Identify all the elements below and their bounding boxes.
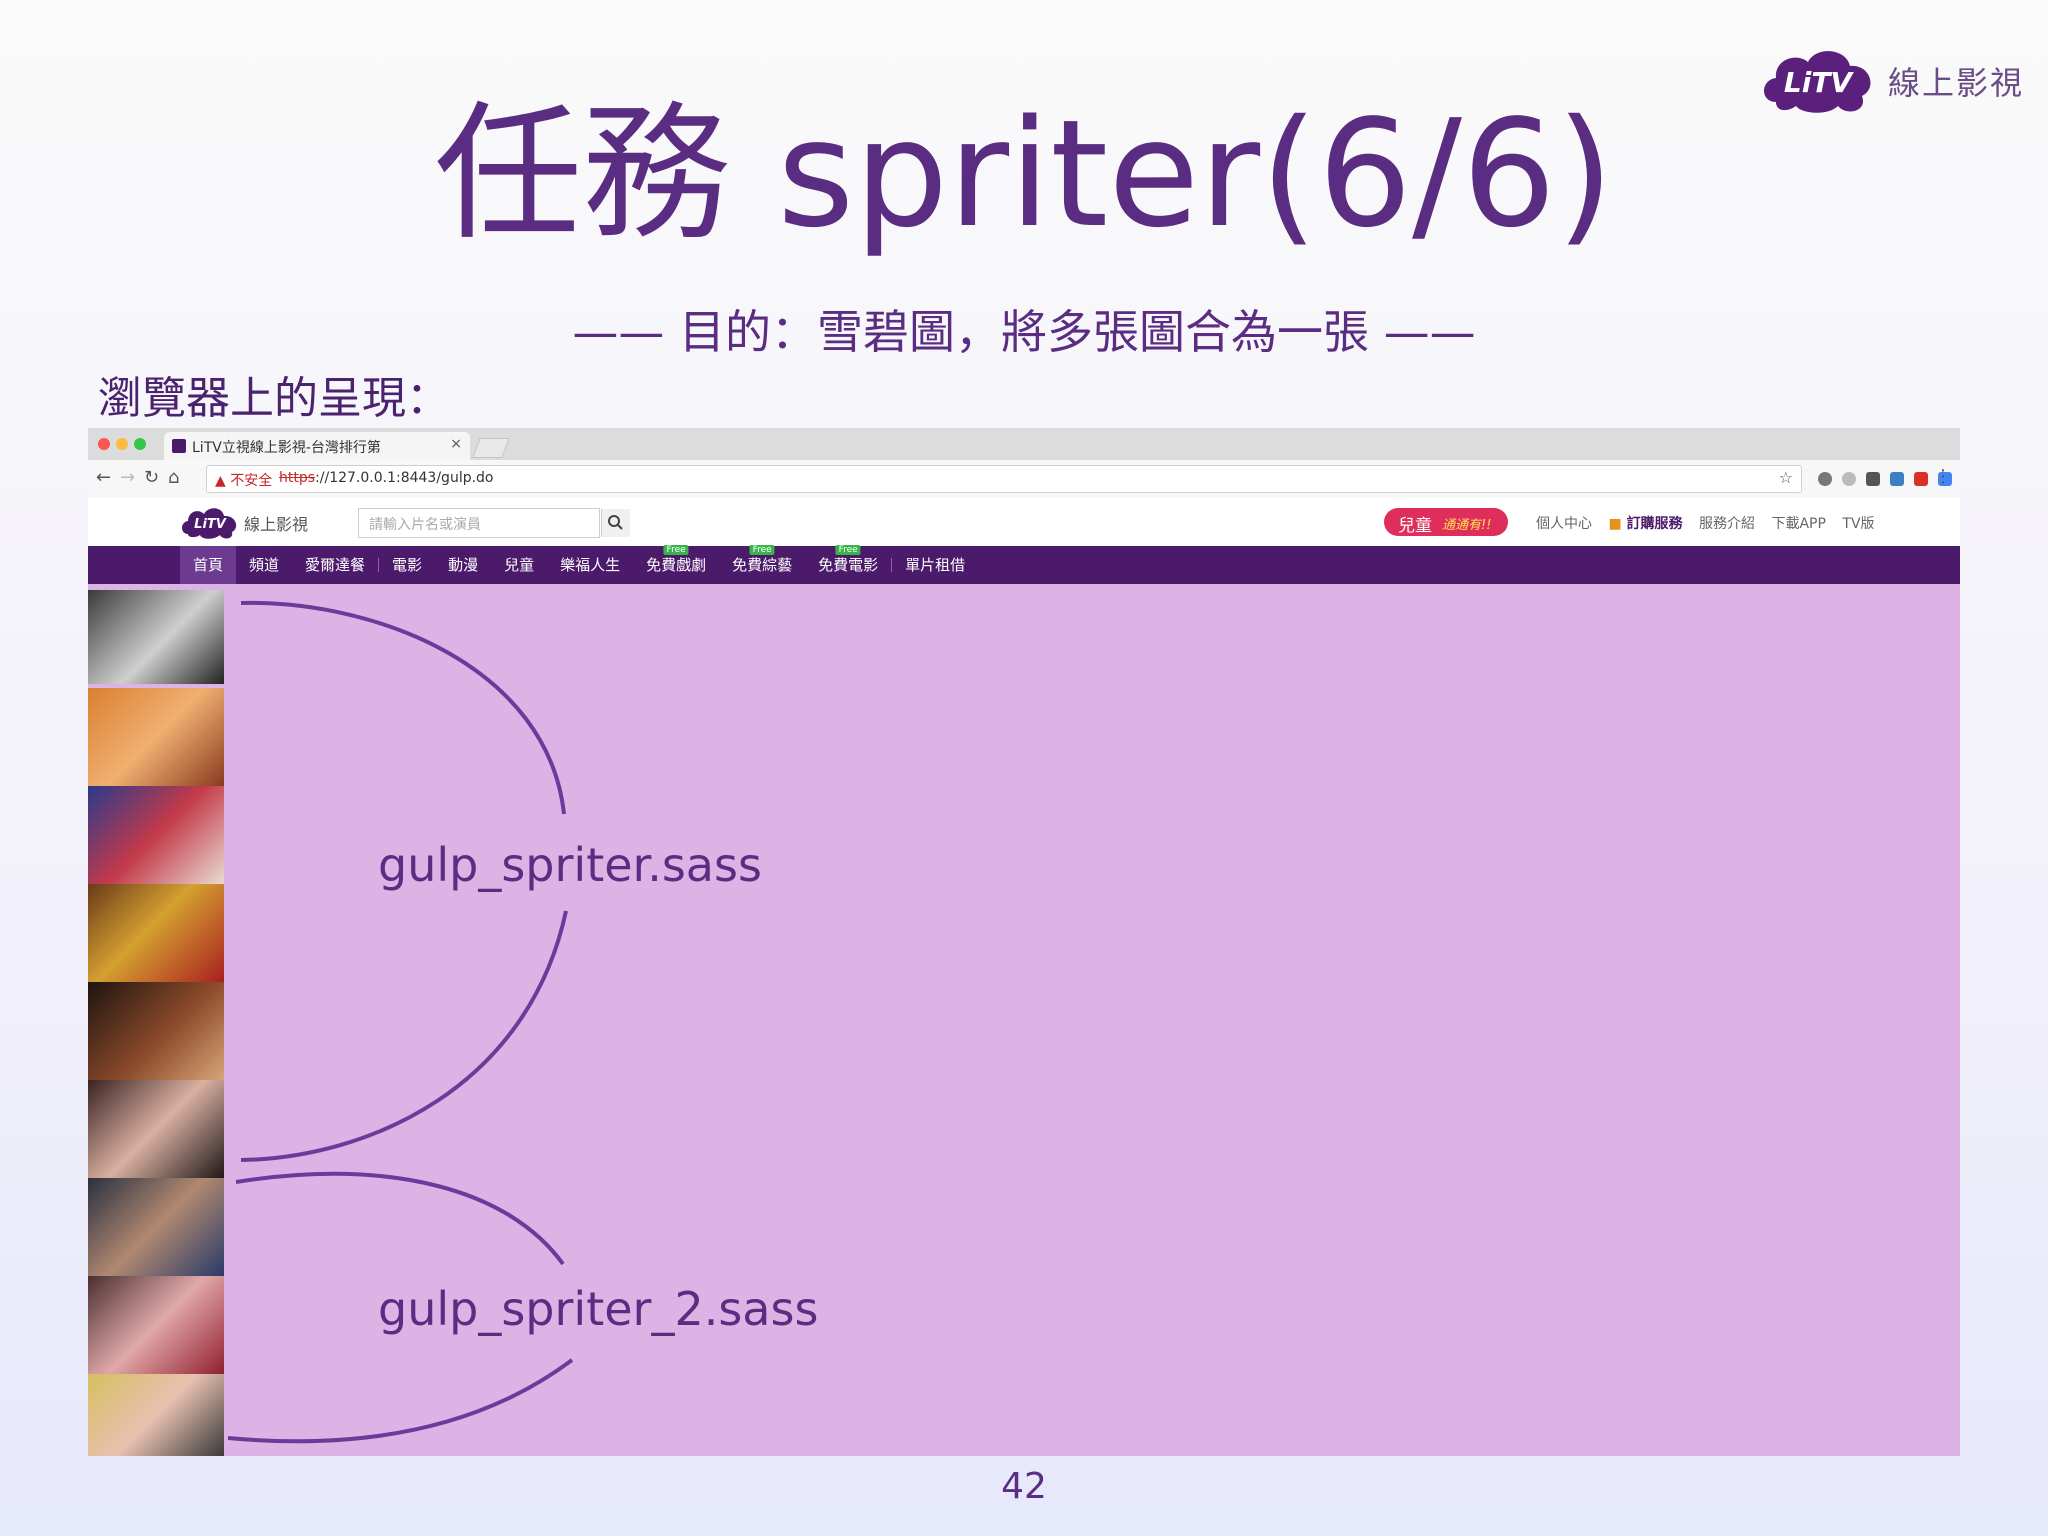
cart-icon: ■ (1608, 516, 1622, 532)
svg-text:LiTV: LiTV (1784, 66, 1855, 99)
extension-screenshot-icon[interactable] (1890, 472, 1904, 486)
search-button[interactable] (601, 509, 630, 537)
svg-text:LiTV: LiTV (194, 517, 227, 532)
search-icon (608, 515, 623, 530)
sprite-thumb (88, 884, 224, 982)
minimize-window-button[interactable] (116, 438, 128, 450)
header-link-tv[interactable]: TV版 (1842, 516, 1875, 532)
site-search[interactable]: 請輸入片名或演員 (358, 508, 630, 538)
header-link-account[interactable]: 個人中心 (1536, 516, 1592, 532)
sprite-thumb (88, 786, 224, 884)
nav-channels[interactable]: 頻道 (249, 556, 280, 574)
browser-tab[interactable]: LiTV立視線上影視-台灣排行第 × (164, 432, 470, 460)
nav-movies[interactable]: 電影 (392, 556, 423, 574)
warning-triangle-icon: ▲ (215, 473, 226, 489)
slide-subtitle: —— 目的：雪碧圖，將多張圖合為一張 —— (572, 305, 1476, 359)
bracket-curve-lower-1 (235, 1172, 565, 1266)
kids-badge-main: 兒童 (1398, 516, 1432, 536)
brand-text: 線上影視 (1888, 64, 2025, 102)
home-icon[interactable]: ⌂ (168, 467, 180, 488)
address-bar[interactable]: ▲ 不安全 https://127.0.0.1:8443/gulp.do ☆ (206, 465, 1802, 493)
sprite-thumb (88, 688, 224, 786)
tab-close-icon[interactable]: × (450, 436, 462, 452)
section-label: 瀏覽器上的呈現： (98, 373, 450, 424)
extension-gmail-icon[interactable] (1914, 472, 1928, 486)
tab-bar: LiTV立視線上影視-台灣排行第 × (88, 428, 1960, 460)
nav-divider (378, 558, 380, 572)
bookmark-star-icon[interactable]: ☆ (1778, 468, 1793, 487)
page-number: 42 (1001, 1466, 1047, 1507)
litv-cloud-logo-icon: LiTV (1764, 51, 1871, 113)
bracket-curve-upper-1 (240, 600, 566, 815)
url-scheme: https (279, 470, 316, 486)
sprite-thumb (88, 982, 224, 1080)
security-warning[interactable]: ▲ 不安全 (215, 473, 273, 489)
url-text: https://127.0.0.1:8443/gulp.do (279, 470, 494, 486)
slide-title: 任務 spriter(6/6) (434, 88, 1614, 260)
kids-badge-sub: 通通有!! (1442, 518, 1492, 533)
brand-logo: LiTV 線上影視 (1758, 42, 2022, 116)
site-logo-label: 線上影視 (244, 515, 309, 534)
free-tag: Free (663, 545, 689, 555)
sprite-thumb (88, 1178, 224, 1276)
reload-icon[interactable]: ↻ (144, 467, 160, 488)
extension-translate-icon[interactable] (1938, 472, 1952, 486)
browser-toolbar: ← → ↻ ⌂ ▲ 不安全 https://127.0.0.1:8443/gul… (88, 460, 1960, 499)
sprite-label-1: gulp_spriter.sass (378, 838, 762, 892)
extension-circle-icon[interactable] (1842, 472, 1856, 486)
browser-menu-icon[interactable]: ⋮ (1934, 466, 1952, 487)
forward-arrow-icon[interactable]: → (120, 467, 136, 488)
nav-divider (891, 558, 893, 572)
sprite-thumb (88, 1374, 224, 1456)
nav-rental[interactable]: 單片租借 (905, 556, 966, 574)
favicon-icon (172, 439, 186, 453)
sprite-thumb (88, 1080, 224, 1178)
free-tag: Free (835, 545, 861, 555)
free-tag: Free (749, 545, 775, 555)
site-logo-icon[interactable]: LiTV (180, 504, 240, 540)
header-link-download-app[interactable]: 下載APP (1771, 516, 1826, 532)
sprite-label-2: gulp_spriter_2.sass (378, 1282, 819, 1336)
back-arrow-icon[interactable]: ← (96, 467, 112, 488)
sprite-thumb (88, 590, 224, 684)
bracket-curve-upper-2 (240, 910, 568, 1162)
site-header: LiTV 線上影視 請輸入片名或演員 兒童 通通有!! 個人中心 ■ 訂購服務 … (88, 498, 1960, 546)
tab-title: LiTV立視線上影視-台灣排行第 (192, 440, 381, 456)
nav-elta[interactable]: 愛爾達餐 (305, 556, 366, 574)
url-rest: ://127.0.0.1:8443/gulp.do (315, 470, 494, 486)
header-links: 個人中心 ■ 訂購服務 服務介紹 下載APP TV版 (1536, 513, 1887, 533)
sprite-thumb (88, 1276, 224, 1374)
nav-kids[interactable]: 兒童 (504, 556, 535, 574)
header-link-subscribe[interactable]: ■ 訂購服務 (1608, 516, 1683, 532)
extension-bulb-icon[interactable] (1818, 472, 1832, 486)
nav-anime[interactable]: 動漫 (448, 556, 479, 574)
header-link-services[interactable]: 服務介紹 (1699, 516, 1756, 532)
kids-badge-button[interactable]: 兒童 通通有!! (1384, 508, 1508, 536)
search-input[interactable]: 請輸入片名或演員 (369, 517, 481, 533)
maximize-window-button[interactable] (134, 438, 146, 450)
nav-home[interactable]: 首頁 (180, 546, 237, 584)
bracket-curves (227, 600, 574, 1444)
bracket-curve-lower-2 (227, 1358, 574, 1444)
browser-window: LiTV立視線上影視-台灣排行第 × ← → ↻ ⌂ ▲ 不安全 https:/… (88, 428, 1960, 1456)
extension-monitor-icon[interactable] (1866, 472, 1880, 486)
nav-lifestyle[interactable]: 樂福人生 (560, 556, 621, 574)
close-window-button[interactable] (98, 438, 110, 450)
sprite-image-strip (88, 590, 224, 1456)
